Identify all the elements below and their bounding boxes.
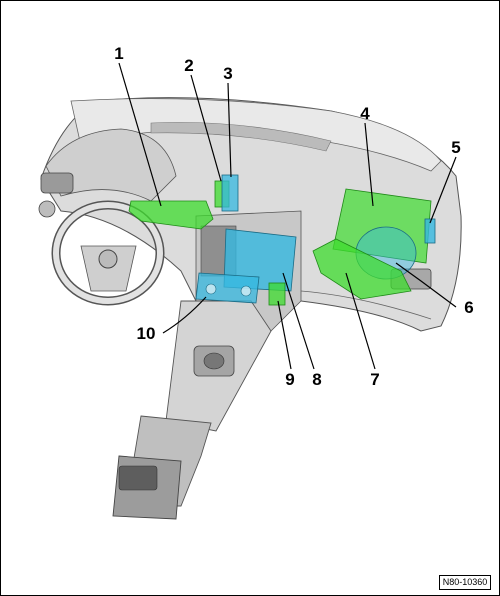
reference-code: N80-10360 — [439, 575, 491, 590]
component-7 — [312, 238, 412, 300]
leader-9 — [277, 300, 292, 370]
leader-lines — [118, 62, 457, 370]
leader-10 — [162, 296, 207, 334]
leader-3 — [227, 82, 232, 178]
highlighted-components — [128, 174, 436, 306]
callout-5: 5 — [451, 138, 460, 157]
callout-6: 6 — [464, 298, 473, 317]
centre-console — [112, 300, 272, 520]
leader-6 — [395, 262, 457, 308]
callout-9: 9 — [285, 370, 294, 389]
leader-5 — [429, 156, 457, 224]
leader-1 — [118, 62, 162, 207]
component-9 — [268, 282, 286, 306]
steering-wheel — [51, 200, 165, 306]
callout-7: 7 — [370, 370, 379, 389]
leader-8 — [282, 272, 315, 370]
callout-4: 4 — [360, 104, 370, 123]
leader-7 — [345, 272, 376, 370]
leader-2 — [190, 74, 222, 182]
leader-4 — [364, 122, 374, 207]
callout-10: 10 — [137, 324, 156, 343]
callout-1: 1 — [114, 44, 123, 63]
callout-3: 3 — [223, 64, 232, 83]
component-3 — [221, 174, 239, 212]
component-5 — [424, 218, 436, 244]
component-1 — [128, 200, 214, 230]
callout-8: 8 — [312, 370, 321, 389]
callout-numbers: 1 2 3 4 5 6 7 8 9 10 — [114, 44, 473, 389]
callout-2: 2 — [184, 56, 193, 75]
